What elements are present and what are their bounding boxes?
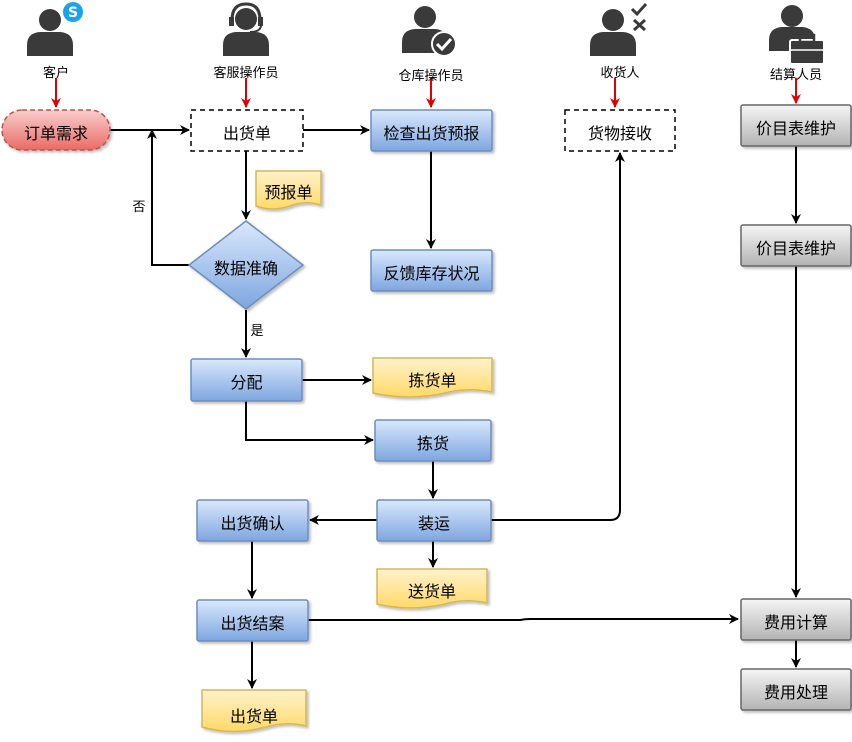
actor-receiver (590, 2, 648, 56)
allocate-label: 分配 (230, 373, 263, 392)
delivery-order-label: 出货单 (222, 124, 271, 143)
data-accurate-shape[interactable] (187, 220, 305, 310)
person-icon (27, 9, 73, 56)
goods-receive-label: 货物接收 (587, 124, 652, 143)
fee-process-shape[interactable] (740, 668, 852, 711)
actor-label-customer: 客户 (42, 66, 69, 81)
actor-customer: S (27, 2, 83, 56)
connectors (110, 125, 801, 689)
price-maint-1-label: 价目表维护 (755, 119, 836, 138)
person-icon (590, 9, 636, 56)
check-forecast-label: 检查出货预报 (383, 124, 480, 143)
out-doc-label: 出货单 (229, 707, 278, 726)
actor-arrows (51, 78, 801, 108)
ship-confirm-shape[interactable] (196, 499, 309, 542)
actor-warehouse (402, 6, 457, 57)
out-doc-shape[interactable] (201, 689, 307, 733)
person-icon (223, 8, 269, 56)
forecast-doc-shape[interactable] (255, 170, 322, 210)
allocate-shape[interactable] (190, 358, 303, 402)
svg-text:S: S (68, 5, 78, 21)
briefcase-icon (789, 33, 825, 65)
load-shape[interactable] (376, 499, 492, 542)
delivery-order-shape[interactable] (190, 109, 304, 152)
price-maint-1-shape[interactable] (740, 104, 852, 147)
ship-close-label: 出货结案 (220, 614, 285, 633)
actor-label-settlement: 结算人员 (769, 68, 822, 83)
goods-receive-shape[interactable] (564, 109, 676, 152)
actor-settlement (769, 5, 825, 65)
order-demand-shape[interactable] (1, 109, 111, 151)
skype-badge-icon: S (63, 2, 83, 22)
pick-shape[interactable] (374, 419, 492, 462)
pick-doc-label: 拣货单 (408, 371, 457, 390)
price-maint-2-shape[interactable] (740, 224, 852, 267)
fee-calc-shape[interactable] (740, 598, 852, 641)
ship-confirm-label: 出货确认 (220, 514, 285, 533)
headset-icon (229, 2, 263, 33)
forecast-doc-label: 预报单 (264, 183, 313, 202)
checkmark-badge-icon (431, 31, 457, 57)
actor-label-receiver: 收货人 (600, 66, 640, 81)
fee-calc-label: 费用计算 (763, 613, 828, 632)
ship-close-shape[interactable] (196, 599, 309, 642)
pick-doc-shape[interactable] (372, 357, 493, 398)
edge-label-no: 否 (132, 200, 146, 215)
actor-label-service: 客服操作员 (213, 66, 279, 81)
actor-service (223, 2, 269, 56)
price-maint-2-label: 价目表维护 (755, 239, 836, 258)
check-forecast-shape[interactable] (370, 109, 493, 152)
pick-label: 拣货 (416, 434, 449, 453)
edge-label-yes: 是 (250, 324, 264, 339)
feedback-stock-shape[interactable] (370, 249, 493, 292)
delivery-doc-shape[interactable] (376, 568, 488, 609)
data-accurate-label: 数据准确 (213, 259, 278, 278)
actor-label-warehouse: 仓库操作员 (398, 69, 464, 84)
fee-process-label: 费用处理 (763, 683, 828, 702)
check-cross-icon (630, 2, 648, 32)
feedback-stock-label: 反馈库存状况 (383, 264, 480, 283)
order-demand-label: 订单需求 (23, 124, 88, 143)
load-label: 装运 (417, 514, 450, 533)
delivery-doc-label: 送货单 (407, 582, 456, 601)
